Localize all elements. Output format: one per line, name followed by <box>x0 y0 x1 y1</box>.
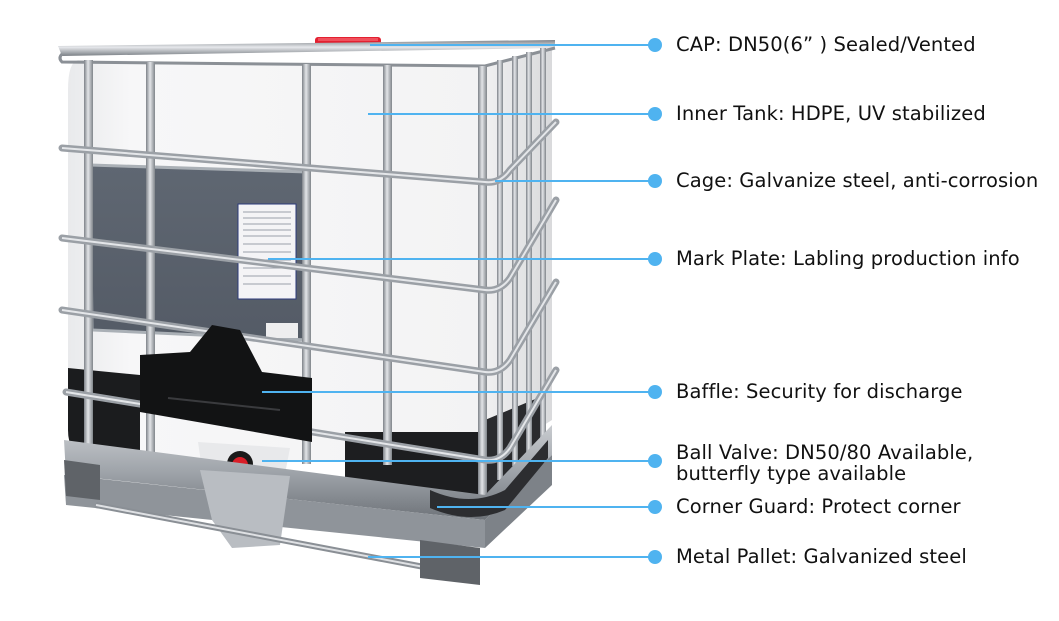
callout-ball-valve-label: Ball Valve: DN50/80 Available, butterfly… <box>676 442 973 484</box>
callout-ball-valve-line1: Ball Valve: DN50/80 Available, <box>676 441 974 464</box>
callout-leaders <box>262 38 662 564</box>
callout-metal-pallet-label: Metal Pallet: Galvanized steel <box>676 545 967 568</box>
baffle <box>140 325 312 442</box>
callout-ball-valve-line2: butterfly type available <box>676 462 907 485</box>
callout-corner-guard-label: Corner Guard: Protect corner <box>676 495 961 518</box>
callout-cage-label: Cage: Galvanize steel, anti-corrosion <box>676 169 1039 192</box>
corner-guard <box>430 440 548 518</box>
callout-inner-tank-label: Inner Tank: HDPE, UV stabilized <box>676 102 986 125</box>
callout-mark-plate-label: Mark Plate: Labling production info <box>676 247 1020 270</box>
callout-cap-label: CAP: DN50(6” ) Sealed/Vented <box>676 33 976 56</box>
callout-baffle-label: Baffle: Security for discharge <box>676 380 963 403</box>
cage-top-frame <box>58 40 556 68</box>
